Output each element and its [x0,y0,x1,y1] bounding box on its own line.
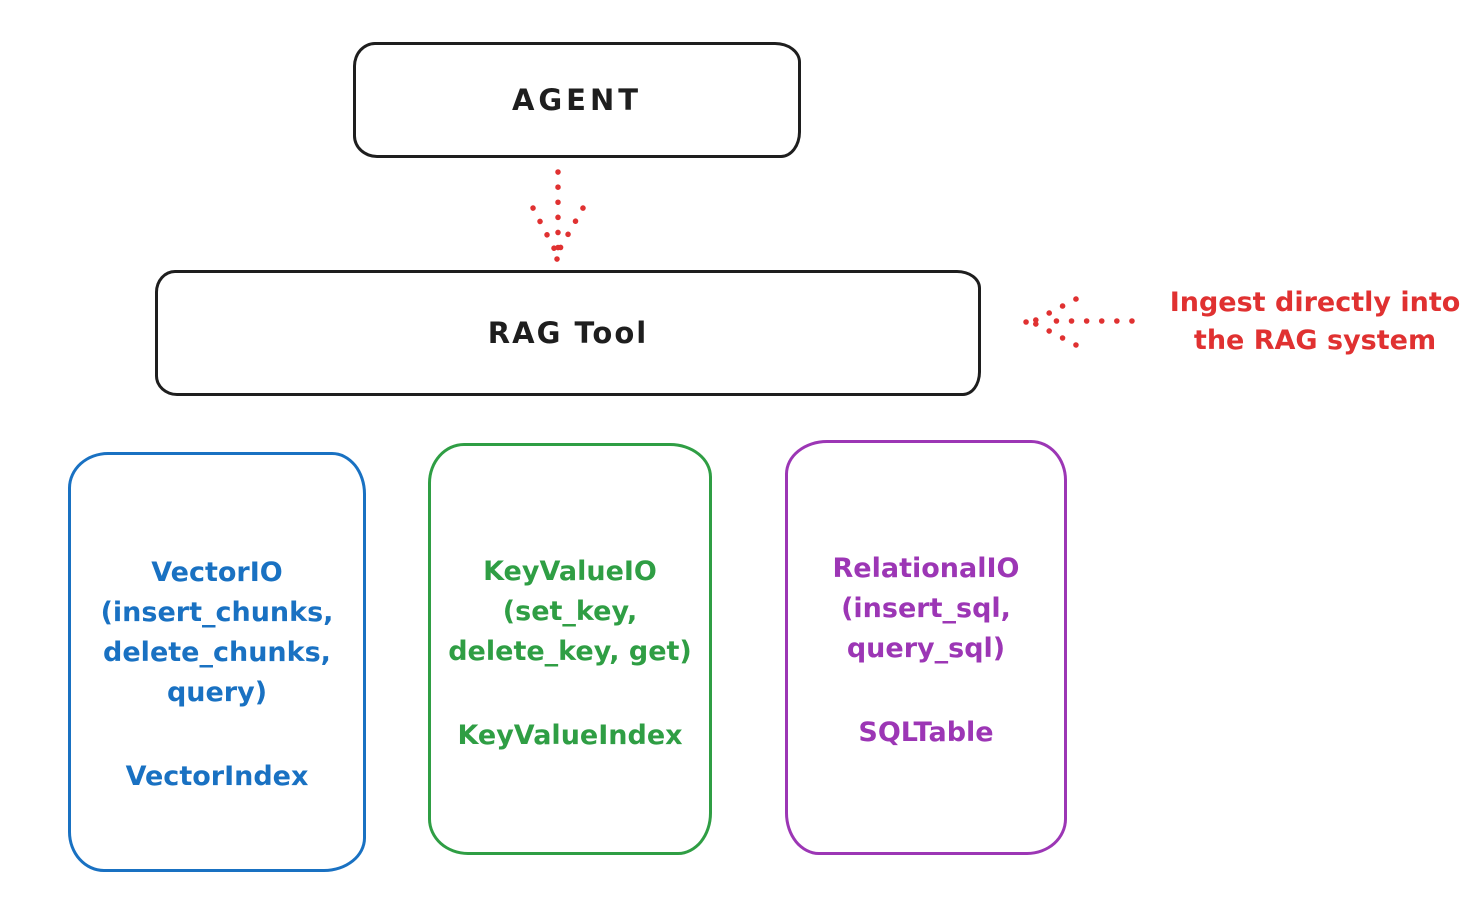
store-keyvalue-io-methods-line2: delete_key, get) [448,636,692,667]
store-vector-io-methods-line1: (insert_chunks, [100,597,334,628]
ingest-annotation: Ingest directly into the RAG system [1140,284,1484,360]
annotation-to-rag-arrow [1023,296,1135,348]
store-vector-io-index-label: VectorIndex [125,761,309,792]
ingest-annotation-line1: Ingest directly into [1169,287,1461,318]
store-vector-io-methods-line3: query) [166,677,268,708]
store-keyvalue-io-title: KeyValueIO [483,556,657,587]
ingest-annotation-line2: the RAG system [1193,325,1437,356]
rag-tool-node: RAG Tool [155,270,981,396]
rag-tool-node-label: RAG Tool [487,316,649,350]
store-vector-io: VectorIO (insert_chunks, delete_chunks, … [68,452,366,872]
agent-node: AGENT [353,42,801,158]
agent-to-rag-arrow [530,169,586,262]
store-relational-io-methods-line1: (insert_sql, [841,593,1011,624]
store-vector-io-methods-line2: delete_chunks, [103,637,331,668]
agent-node-label: AGENT [511,83,643,117]
store-keyvalue-io-methods-line1: (set_key, [502,596,638,627]
store-relational-io-methods-line2: query_sql) [846,633,1006,664]
store-relational-io-title: RelationalIO [832,553,1020,584]
store-keyvalue-io: KeyValueIO (set_key, delete_key, get) Ke… [428,443,712,855]
store-relational-io: RelationalIO (insert_sql, query_sql) SQL… [785,440,1067,855]
store-relational-io-index-label: SQLTable [858,717,994,748]
store-vector-io-title: VectorIO [151,557,283,588]
store-keyvalue-io-index-label: KeyValueIndex [457,720,683,751]
